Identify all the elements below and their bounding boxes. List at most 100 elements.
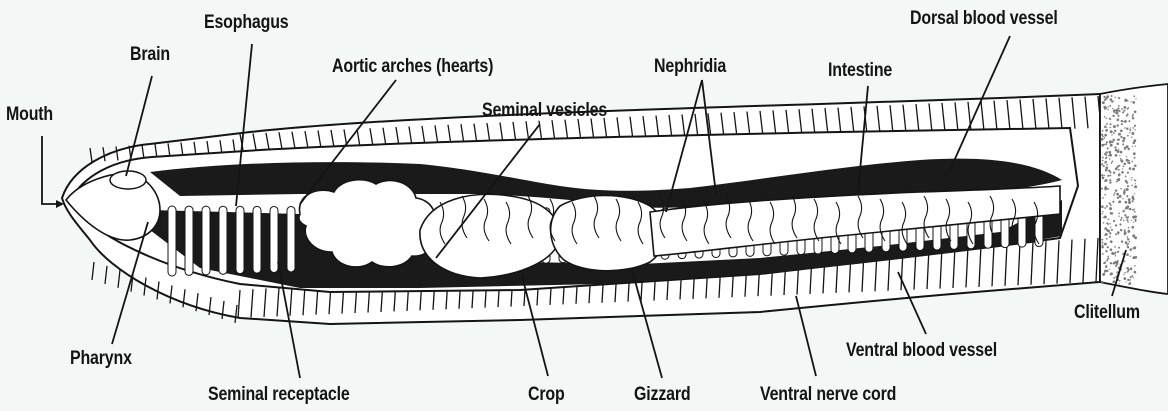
stipple-dot — [1120, 188, 1122, 190]
stipple-dot — [1114, 146, 1116, 148]
stipple-dot — [1113, 172, 1115, 174]
stipple-dot — [1101, 134, 1103, 136]
stipple-dot — [1118, 215, 1119, 216]
stipple-dot — [1123, 137, 1126, 140]
stipple-dot — [1128, 201, 1131, 204]
stipple-dot — [1104, 243, 1107, 246]
stipple-dot — [1131, 177, 1132, 178]
stipple-dot — [1134, 271, 1137, 274]
stipple-dot — [1134, 265, 1136, 267]
stipple-dot — [1102, 282, 1104, 284]
stipple-dot — [1126, 195, 1128, 197]
stipple-dot — [1110, 144, 1113, 147]
stipple-dot — [1110, 227, 1111, 228]
label-seminal-vesicles: Seminal vesicles — [482, 100, 607, 122]
stipple-dot — [1110, 130, 1113, 133]
stipple-dot — [1134, 193, 1135, 194]
stipple-dot — [1106, 205, 1108, 207]
stipple-dot — [1109, 142, 1111, 144]
stipple-dot — [1134, 125, 1136, 127]
stipple-dot — [1109, 158, 1111, 160]
stipple-dot — [1113, 277, 1115, 279]
stipple-dot — [1111, 134, 1112, 135]
segment-ring-head-bottom — [105, 266, 107, 284]
stipple-dot — [1120, 136, 1122, 138]
stipple-dot — [1107, 246, 1109, 248]
stipple-dot — [1118, 200, 1121, 203]
stipple-dot — [1122, 111, 1124, 113]
stipple-dot — [1103, 96, 1105, 98]
stipple-dot — [1108, 218, 1110, 220]
stipple-dot — [1109, 171, 1111, 173]
stipple-dot — [1109, 123, 1111, 125]
stipple-dot — [1108, 155, 1109, 156]
stipple-dot — [1125, 208, 1126, 209]
stipple-dot — [1115, 189, 1117, 191]
septum — [168, 206, 176, 276]
stipple-dot — [1134, 185, 1137, 188]
stipple-dot — [1105, 154, 1107, 156]
stipple-dot — [1125, 180, 1128, 183]
label-crop: Crop — [528, 384, 565, 406]
stipple-dot — [1123, 277, 1126, 280]
stipple-dot — [1129, 282, 1132, 285]
stipple-dot — [1106, 123, 1108, 125]
stipple-dot — [1112, 139, 1115, 142]
stipple-dot — [1101, 144, 1104, 147]
segment-ring-head-bottom — [92, 262, 94, 280]
stipple-dot — [1116, 180, 1118, 182]
stipple-dot — [1109, 127, 1110, 128]
stipple-dot — [1102, 101, 1105, 104]
stipple-dot — [1118, 105, 1120, 107]
stipple-dot — [1121, 240, 1123, 242]
stipple-dot — [1109, 232, 1111, 234]
stipple-dot — [1126, 217, 1128, 219]
stipple-dot — [1118, 133, 1121, 136]
septum — [287, 207, 295, 272]
stipple-dot — [1112, 161, 1114, 163]
stipple-dot — [1119, 280, 1121, 282]
stipple-dot — [1117, 197, 1119, 199]
stipple-dot — [1131, 226, 1134, 229]
stipple-dot — [1107, 256, 1109, 258]
stipple-dot — [1118, 108, 1119, 109]
stipple-dot — [1101, 188, 1103, 190]
stipple-dot — [1106, 238, 1108, 240]
stipple-dot — [1123, 274, 1124, 275]
stipple-dot — [1114, 246, 1116, 248]
stipple-dot — [1121, 120, 1123, 122]
stipple-dot — [1118, 151, 1119, 152]
stipple-dot — [1105, 250, 1107, 252]
stipple-dot — [1127, 185, 1129, 187]
stipple-dot — [1133, 142, 1136, 145]
stipple-dot — [1102, 177, 1105, 180]
stipple-dot — [1124, 231, 1126, 233]
stipple-dot — [1110, 272, 1113, 275]
stipple-dot — [1113, 194, 1115, 196]
stipple-dot — [1119, 155, 1120, 156]
stipple-dot — [1118, 148, 1119, 149]
stipple-dot — [1115, 262, 1117, 264]
stipple-dot — [1110, 213, 1111, 214]
stipple-dot — [1127, 246, 1129, 248]
stipple-dot — [1104, 207, 1106, 209]
stipple-dot — [1102, 130, 1104, 132]
stipple-dot — [1125, 175, 1127, 177]
stipple-dot — [1130, 267, 1133, 270]
stipple-dot — [1125, 201, 1127, 203]
stipple-dot — [1127, 222, 1128, 223]
stipple-dot — [1113, 253, 1115, 255]
stipple-dot — [1105, 161, 1107, 163]
stipple-dot — [1116, 109, 1119, 112]
stipple-dot — [1122, 143, 1124, 145]
label-nephridia: Nephridia — [654, 56, 726, 78]
stipple-dot — [1134, 236, 1137, 239]
stipple-dot — [1127, 236, 1129, 238]
stipple-dot — [1128, 243, 1129, 244]
stipple-dot — [1130, 130, 1132, 132]
stipple-dot — [1114, 130, 1116, 132]
stipple-dot — [1113, 101, 1114, 102]
stipple-dot — [1104, 234, 1106, 236]
stipple-dot — [1122, 198, 1123, 199]
stipple-dot — [1104, 216, 1107, 219]
